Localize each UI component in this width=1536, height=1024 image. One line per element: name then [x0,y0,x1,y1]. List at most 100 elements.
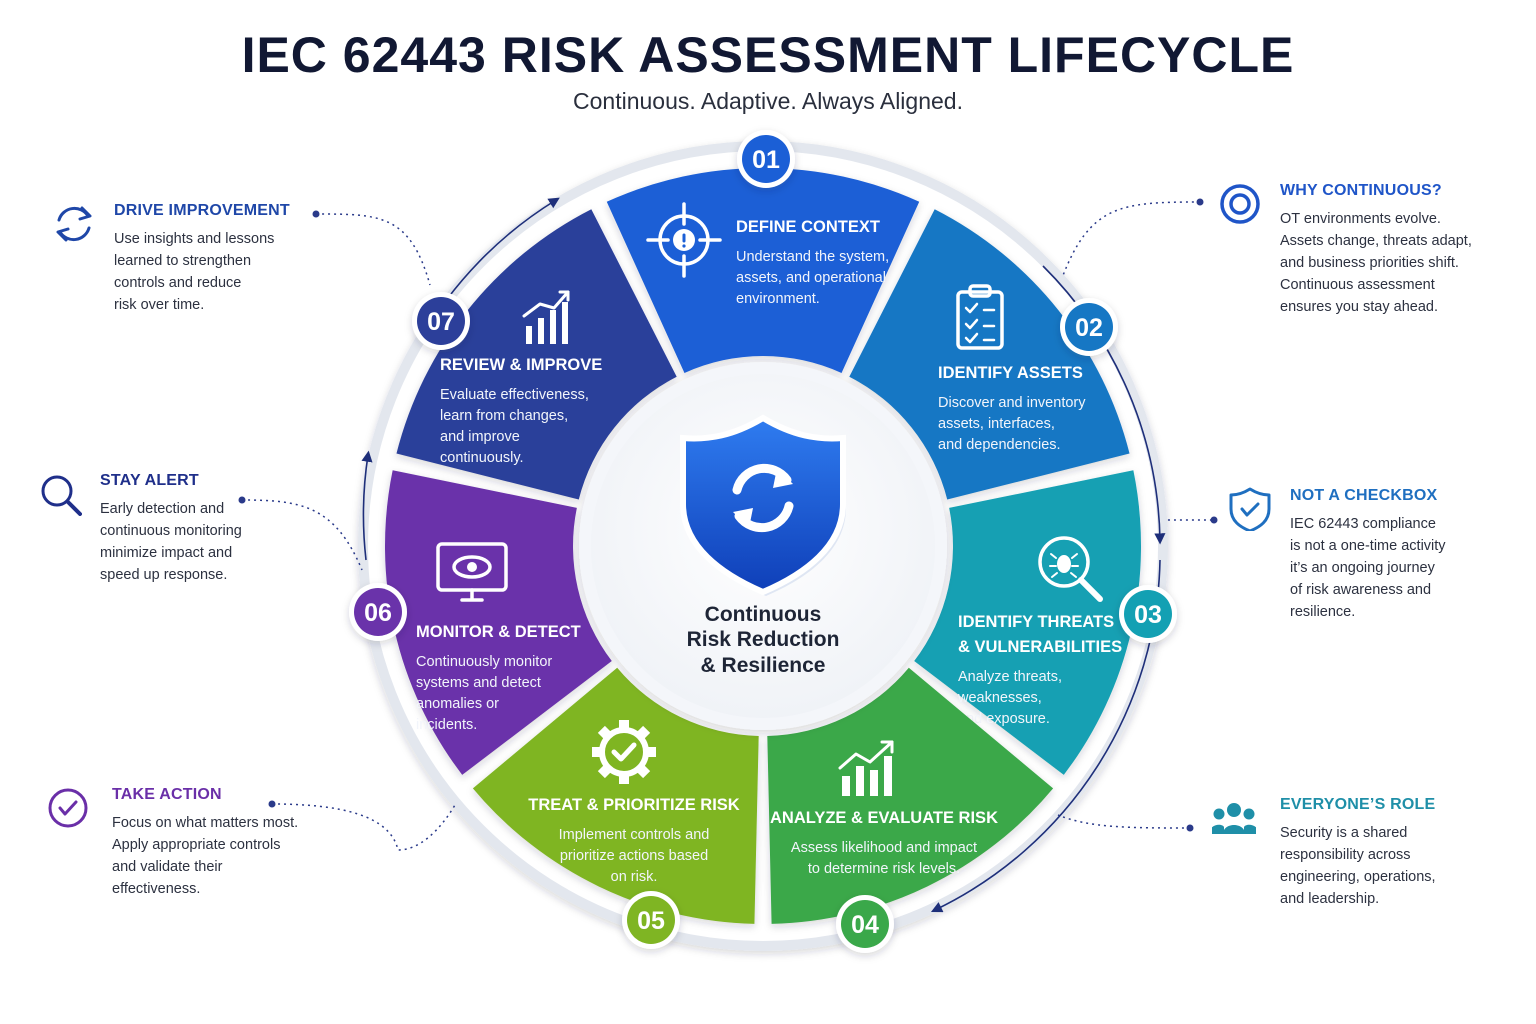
monitor-eye-icon [436,542,508,602]
connector-dot [238,496,246,504]
note-line: is not a one-time activity [1290,538,1446,554]
note-connector [1057,814,1191,829]
note-body: IEC 62443 compliance is not a one-time ac… [1290,513,1530,623]
note-line: Early detection and [100,501,225,517]
note-line: risk over time. [114,297,205,313]
connector-dot [1210,516,1218,524]
step-02-title-line: IDENTIFY ASSETS [938,364,1083,382]
note-line: engineering, operations, [1280,869,1436,885]
segment-step-07 [396,209,677,500]
step-06-desc-line: anomalies or [416,696,499,712]
step-badge-number: 02 [1075,314,1103,342]
step-07-desc-line: continuously. [440,450,524,466]
step-badge-number: 03 [1134,601,1162,629]
step-05-desc-line: prioritize actions based [560,848,708,864]
step-06-desc-line: Continuously monitor [416,654,552,670]
magnifier-icon-glyph [41,475,82,516]
shield-check-icon [1229,487,1271,531]
step-05-title-line: TREAT & PRIORITIZE RISK [528,796,740,814]
note-text: TAKE ACTION Focus on what matters most. Ap… [112,786,352,900]
step-01-title-line: DEFINE CONTEXT [736,218,880,236]
step-badge-02: 02 [1060,298,1118,356]
note-title: NOT A CHECKBOX [1290,487,1438,504]
hub-label-line3: & Resilience [701,654,826,677]
step-badge-number: 01 [752,146,780,174]
step-badge-03: 03 [1119,585,1177,643]
gear-check-icon [592,720,656,784]
step-badge-number: 07 [427,308,455,336]
note-line: continuous monitoring [100,523,242,539]
step-02-desc-line: and dependencies. [938,437,1061,453]
step-01-desc-line: assets, and operational [736,270,886,286]
note-line: Apply appropriate controls [112,837,281,853]
note-line: ensures you stay ahead. [1280,299,1438,315]
note-line: Assets change, threats adapt, [1280,233,1472,249]
shield-check-icon-glyph [1229,487,1271,531]
note-line: controls and reduce [114,275,242,291]
note-text: WHY CONTINUOUS? OT environments evolve. As… [1280,182,1520,318]
note-line: effectiveness. [112,881,201,897]
note-connector [241,499,363,571]
note-text: DRIVE IMPROVEMENT Use insights and lesson… [114,202,354,316]
step-03-desc-line: and exposure. [958,711,1050,727]
note-line: resilience. [1290,604,1356,620]
step-01-desc-line: environment. [736,291,820,307]
step-07-desc-line: Evaluate effectiveness, [440,387,589,403]
step-06-title-line: MONITOR & DETECT [416,623,581,641]
step-06-desc-line: incidents. [416,717,477,733]
step-06-desc-line: systems and detect [416,675,541,691]
step-05-desc-line: Implement controls and [559,827,710,843]
team-group-icon [1212,803,1256,834]
step-04-desc-line: to determine risk levels. [808,861,960,877]
step-03-desc-line: weaknesses, [957,690,1042,706]
step-badge-number: 04 [851,911,879,939]
target-alert-icon [646,202,722,278]
step-badge-07: 07 [412,292,470,350]
bar-chart-up-icon [838,740,894,796]
step-02-desc-line: Discover and inventory [938,395,1086,411]
step-badge-04: 04 [836,895,894,953]
note-line: minimize impact and [100,545,233,561]
step-03-desc-line: Analyze threats, [958,669,1062,685]
shield-refresh-icon [680,414,846,596]
growth-chart-icon [522,290,570,344]
step-badge-number: 05 [637,907,665,935]
step-badge-number: 06 [364,599,392,627]
note-text: STAY ALERT Early detection and continuous … [100,472,340,586]
step-03-title-line: IDENTIFY THREATS [958,613,1114,631]
note-body: Focus on what matters most. Apply appropr… [112,812,352,900]
target-rings-icon-glyph [1220,184,1260,224]
note-line: IEC 62443 compliance [1290,516,1436,532]
step-07-desc-line: and improve [440,429,520,445]
check-circle-icon-glyph [48,788,88,828]
cycle-arrow-1 [1042,265,1166,545]
team-group-icon-glyph [1212,803,1256,834]
note-body: Early detection and continuous monitoring… [100,498,340,586]
note-title: STAY ALERT [100,472,199,489]
note-title: TAKE ACTION [112,786,222,803]
note-title: WHY CONTINUOUS? [1280,182,1442,199]
note-line: Continuous assessment [1280,277,1435,293]
target-rings-icon [1220,184,1260,224]
note-line: Focus on what matters most. [112,815,299,831]
note-line: it’s an ongoing journey [1290,560,1435,576]
step-badge-01: 01 [737,130,795,188]
note-line: and business priorities shift. [1280,255,1459,271]
note-line: OT environments evolve. [1280,211,1441,227]
segment-step-06 [385,470,612,775]
step-badge-06: 06 [349,583,407,641]
segment-step-02 [849,209,1130,500]
note-line: speed up response. [100,567,228,583]
note-title: DRIVE IMPROVEMENT [114,202,290,219]
magnifier-icon [41,475,82,516]
segment-step-05 [472,667,759,924]
step-04-title-line: ANALYZE & EVALUATE RISK [770,809,998,827]
note-line: Use insights and lessons [114,231,275,247]
step-badge-05: 05 [622,891,680,949]
connector-dot [312,210,320,218]
connector-dot [1196,198,1204,206]
note-line: learned to strengthen [114,253,252,269]
clipboard-checklist-icon [956,284,1004,350]
